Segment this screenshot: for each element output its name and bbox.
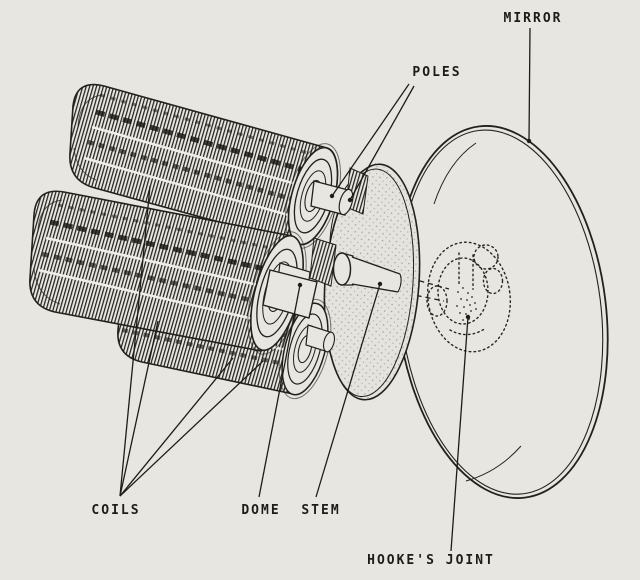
leader-lines	[119, 27, 531, 552]
label-dome: DOME	[241, 503, 281, 518]
stem-hidden-dashes	[398, 275, 450, 302]
coil-top-left	[69, 83, 354, 249]
label-stem: STEM	[301, 503, 341, 518]
label-hookes-joint: HOOKE'S JOINT	[367, 553, 495, 568]
leader-dots	[297, 138, 532, 320]
stem-rod	[332, 252, 402, 293]
coil-bottom-left	[29, 190, 311, 355]
pole-piece-lower	[309, 237, 337, 287]
label-coils: COILS	[91, 503, 141, 518]
label-mirror: MIRROR	[503, 11, 563, 26]
label-poles: POLES	[412, 65, 462, 80]
pole-plate	[262, 269, 318, 319]
